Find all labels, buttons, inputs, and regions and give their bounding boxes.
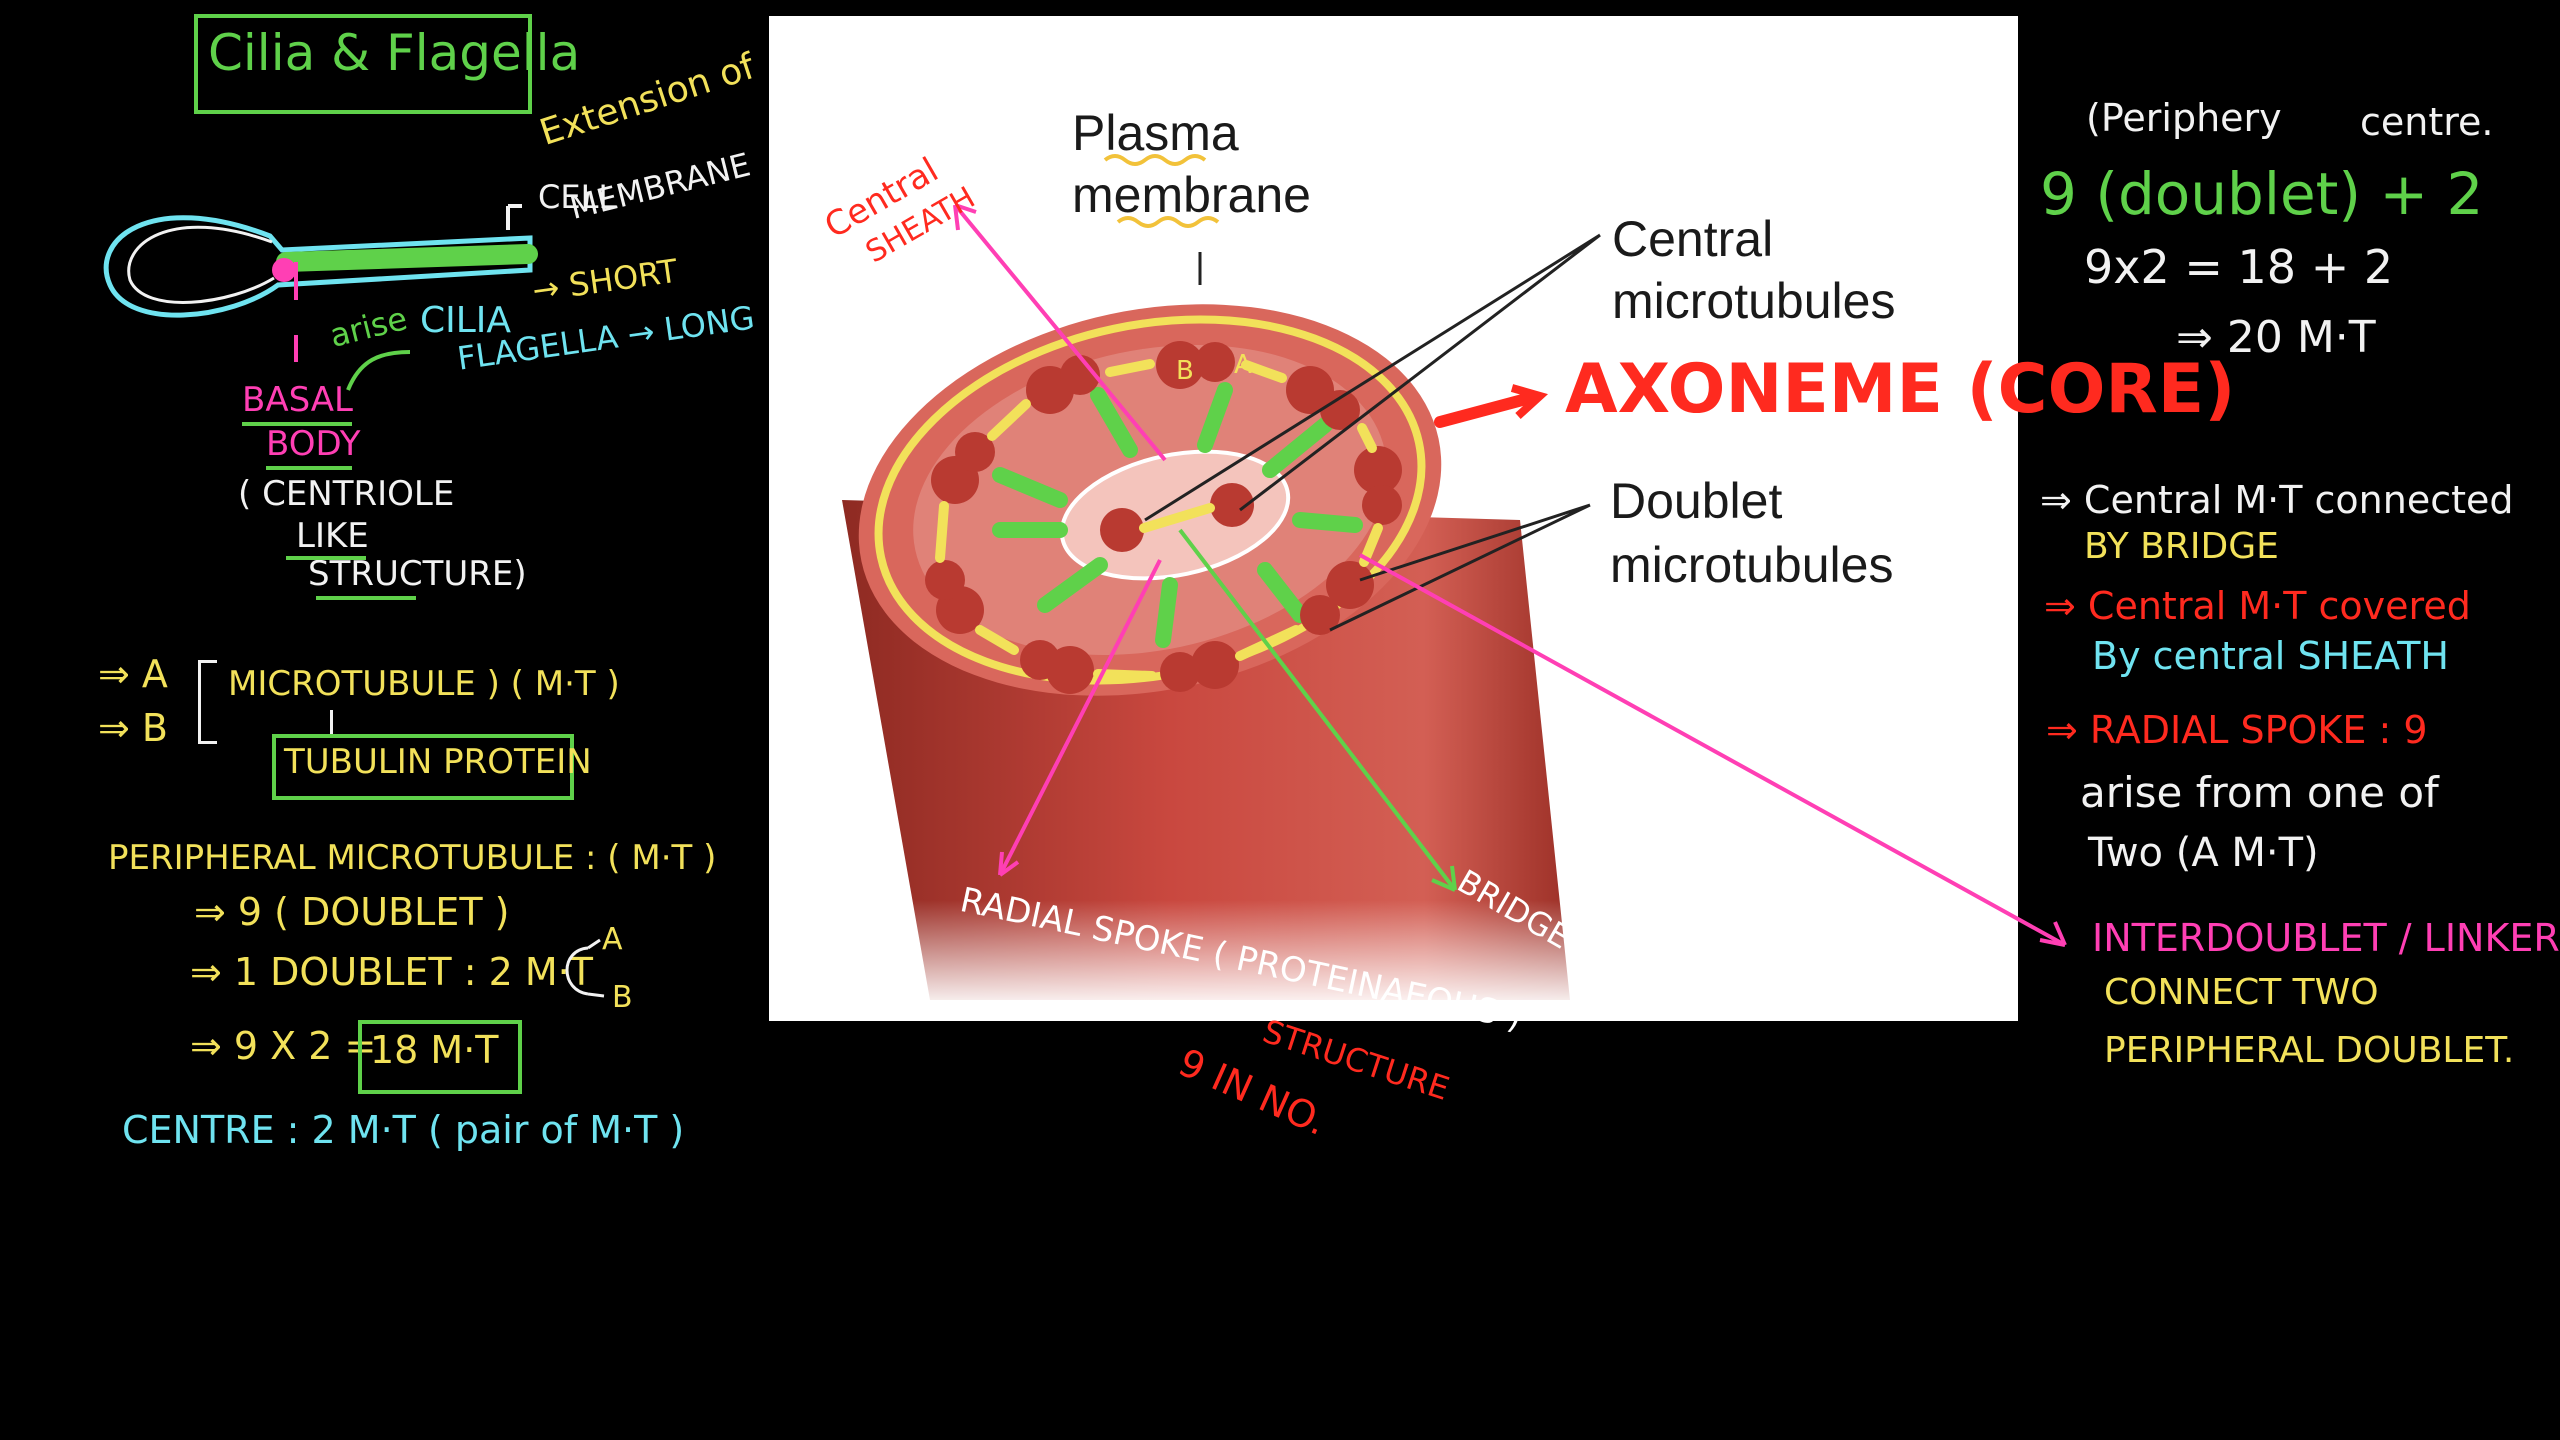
membrane-text: MEMBRANE: [566, 145, 755, 227]
diagram-panel: [769, 16, 2018, 1021]
basal-text: BASAL: [242, 380, 353, 420]
formula-text: 9 (doublet) + 2: [2040, 160, 2484, 228]
plasma-label: Plasma: [1072, 105, 1239, 161]
membrane-label: membrane: [1072, 167, 1311, 223]
covered-text-1: ⇒ Central M·T covered: [2044, 584, 2471, 628]
structure-underline: [316, 596, 416, 600]
tubulin-box: [272, 734, 574, 800]
tubulin-text: TUBULIN PROTEIN: [284, 742, 592, 782]
nine-doublet-text: ⇒ 9 ( DOUBLET ): [194, 890, 510, 934]
mt-b: B: [612, 980, 633, 1015]
central-microtubules-label: microtubules: [1612, 273, 1896, 329]
short-text: → SHORT: [530, 251, 680, 310]
connected-text-2: BY BRIDGE: [2084, 526, 2279, 567]
marker-b: B: [1176, 356, 1194, 386]
body-underline: [266, 466, 352, 470]
eighteen-text: 18 M·T: [370, 1028, 499, 1072]
peripheral-text: PERIPHERAL MICROTUBULE : ( M·T ): [108, 838, 717, 878]
structure-text: STRUCTURE): [308, 554, 527, 594]
cell-text: CELL: [538, 178, 617, 216]
title-box: [194, 14, 532, 114]
interdoublet-text-3: PERIPHERAL DOUBLET.: [2104, 1030, 2515, 1071]
calc-text: 9x2 = 18 + 2: [2084, 240, 2394, 294]
central-label: Central: [1612, 211, 1774, 267]
periphery-text: (Periphery: [2086, 96, 2282, 140]
centriole-text: ( CENTRIOLE: [238, 474, 455, 514]
axoneme-label: AXONEME (CORE): [1565, 350, 2236, 429]
centre-text: CENTRE : 2 M·T ( pair of M·T ): [122, 1108, 685, 1152]
microtubule-text: MICROTUBULE ) ( M·T ): [228, 664, 620, 704]
arise-text: arise: [326, 299, 411, 355]
connected-text-1: ⇒ Central M·T connected: [2040, 478, 2514, 522]
like-text: LIKE: [296, 516, 369, 556]
mt-a: A: [602, 922, 623, 957]
centre-text-right: centre.: [2360, 100, 2494, 144]
title: Cilia & Flagella: [208, 24, 581, 82]
arrow-a: ⇒ A: [98, 652, 168, 696]
eighteen-box: [358, 1020, 522, 1094]
doublet-label: Doublet: [1610, 473, 1783, 529]
arrow-b: ⇒ B: [98, 706, 168, 750]
marker-a: A: [1234, 350, 1252, 380]
like-underline: [286, 556, 366, 560]
basal-underline: [242, 422, 352, 426]
body-text: BODY: [266, 424, 361, 464]
doublet-microtubules-label: microtubules: [1610, 537, 1894, 593]
nine-x2-text: ⇒ 9 X 2 =: [190, 1024, 377, 1068]
interdoublet-text-1: INTERDOUBLET / LINKERS: [2092, 916, 2560, 960]
one-doublet-text: ⇒ 1 DOUBLET : 2 M·T: [190, 950, 593, 994]
cilia-text: CILIA: [420, 300, 512, 341]
bracket: [198, 660, 217, 744]
total-text: ⇒ 20 M·T: [2176, 312, 2376, 363]
radial-text-3: Two (A M·T): [2088, 830, 2319, 876]
interdoublet-text-2: CONNECT TWO: [2104, 972, 2379, 1013]
covered-text-2: By central SHEATH: [2092, 634, 2449, 678]
radial-text-2: arise from one of: [2080, 768, 2439, 817]
radial-text-1: ⇒ RADIAL SPOKE : 9: [2046, 708, 2428, 752]
tubulin-connector: [330, 710, 333, 736]
